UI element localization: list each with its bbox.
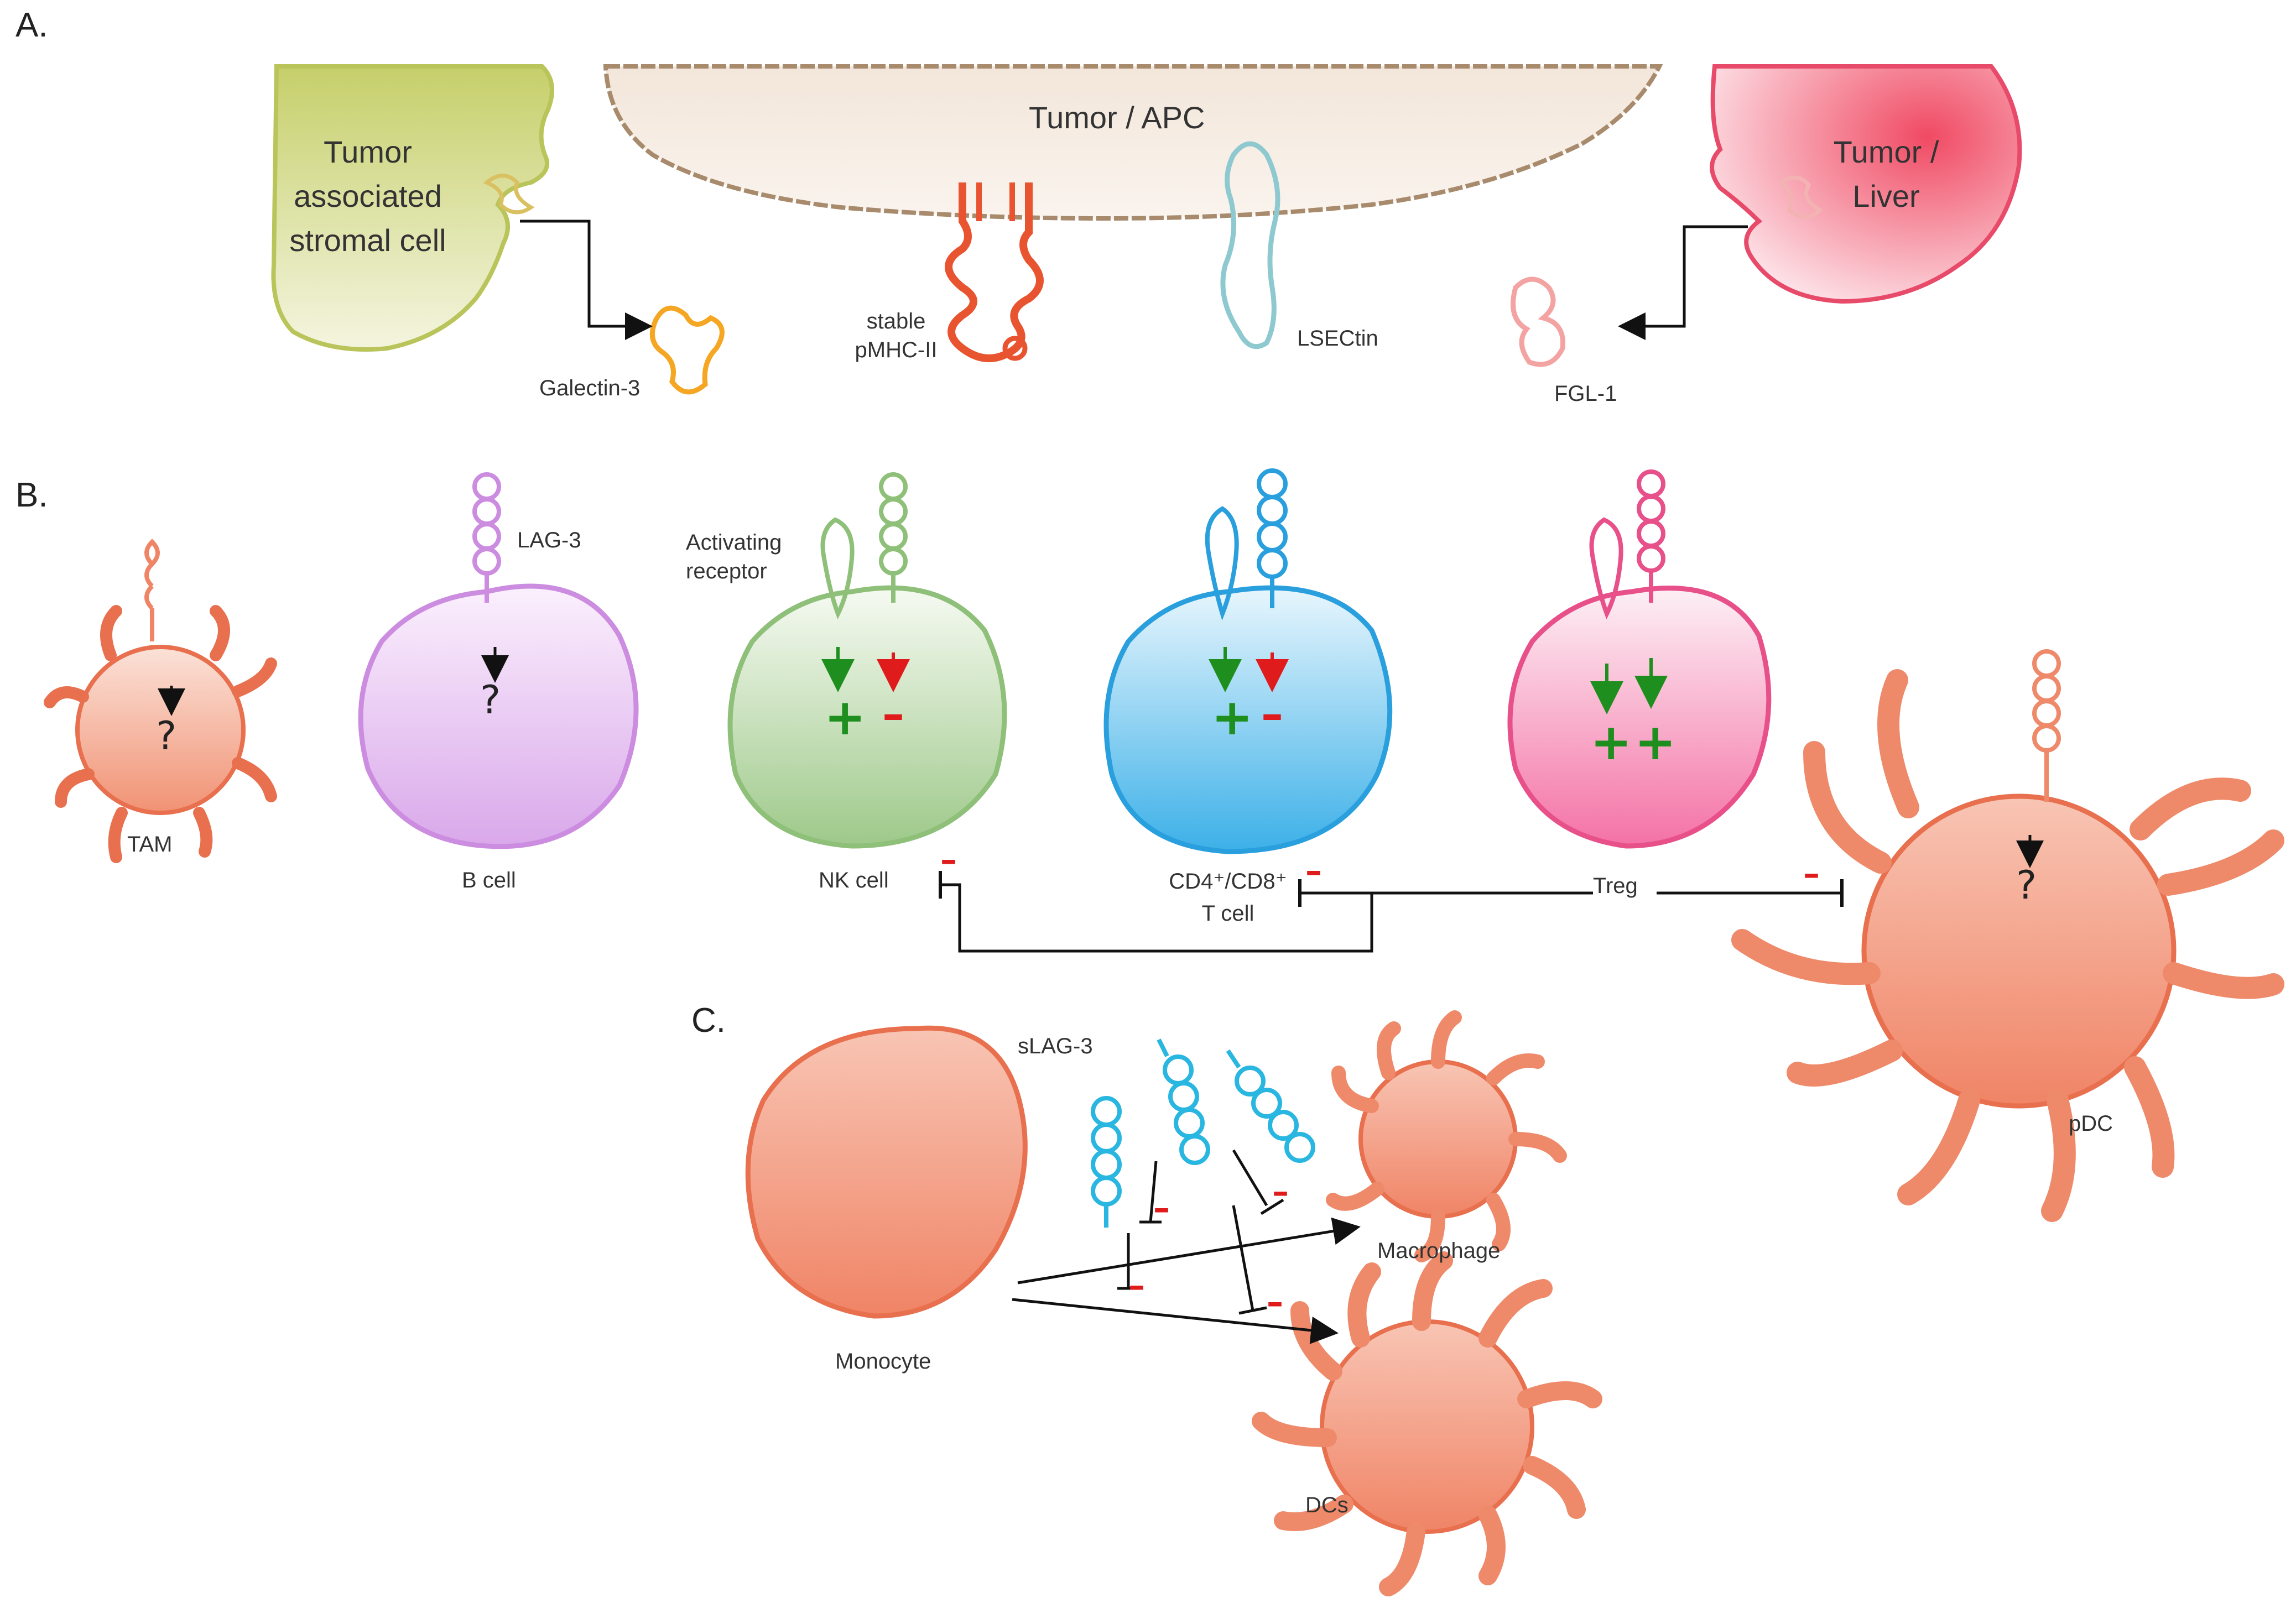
tumor-apc-label: Tumor / APC (1029, 100, 1205, 135)
stromal-line-3: stromal cell (289, 223, 446, 258)
nk-lag3-minus: – (882, 688, 904, 740)
liver-line-1: Tumor / (1833, 134, 1939, 169)
pdc-label: pDC (2069, 1111, 2113, 1136)
tam-unknown-effect: ? (156, 713, 177, 759)
monocyte-to-macrophage-arrow (1017, 1217, 1361, 1285)
treg-plus-1: + (1590, 713, 1632, 771)
t-cell-label: CD4⁺/CD8⁺ T cell (1134, 865, 1322, 930)
nk-activating-plus: + (824, 688, 866, 746)
lsectin-label: LSECtin (1297, 326, 1378, 351)
panel-c-label: C. (691, 1001, 726, 1040)
nk-cell (727, 472, 1007, 849)
apc-cell-shape (603, 64, 1663, 221)
activating-line-1: Activating (686, 530, 782, 555)
stromal-line-2: associated (294, 179, 442, 213)
galectin3-label: Galectin-3 (539, 376, 641, 400)
activating-line-2: receptor (686, 559, 767, 583)
panel-b-label: B. (15, 476, 48, 514)
pdc-inhibition-minus: – (1803, 854, 1820, 893)
pdc-cell (1731, 649, 2284, 1222)
liver-line-2: Liver (1852, 179, 1920, 213)
slag3-molecules (1091, 1038, 1315, 1228)
stromal-cell-label: Tumor associated stromal cell (282, 130, 454, 263)
stromal-cell-shape (271, 64, 554, 352)
b-cell-unknown-effect: ? (480, 677, 501, 723)
pdc-unknown-effect: ? (2016, 863, 2037, 908)
dcs-cell (1252, 1251, 1602, 1596)
t-cell-line-2: T cell (1201, 901, 1254, 926)
liver-to-fgl1-arrow (1618, 225, 1748, 340)
slag3-inhibition-lines (1117, 1149, 1284, 1315)
treg-label: Treg (1593, 874, 1638, 898)
fgl1-shape (1511, 276, 1566, 367)
slag3-minus-1: – (1153, 1189, 1170, 1228)
treg-cell (1507, 469, 1772, 849)
t-cell-lag3-minus: – (1261, 688, 1283, 740)
pmhc-ii-shape (945, 182, 1044, 362)
macrophage-label: Macrophage (1377, 1239, 1501, 1263)
monocyte-to-dcs-arrow (1012, 1298, 1339, 1344)
nk-inhibition-minus: – (940, 840, 957, 879)
b-cell-label: B cell (462, 868, 516, 892)
tam-label: TAM (127, 832, 173, 857)
pmhc-line-1: stable (866, 309, 926, 333)
pmhc-label: stable pMHC-II (835, 307, 957, 364)
b-cell (358, 472, 639, 849)
slag3-minus-4: – (1267, 1283, 1283, 1322)
nk-cell-label: NK cell (819, 868, 889, 892)
lsectin-shape (1220, 141, 1280, 349)
t-cell-activating-plus: + (1211, 688, 1253, 746)
stromal-receptor-shape (483, 174, 535, 215)
t-cell (1103, 468, 1393, 854)
slag3-label: sLAG-3 (1018, 1034, 1093, 1058)
liver-receptor-shape (1778, 175, 1823, 219)
pmhc-ii-base-shape (1002, 336, 1028, 361)
monocyte-shape (745, 1025, 1028, 1319)
activating-receptor-label: Activating receptor (686, 528, 782, 586)
liver-cell-shape (1710, 64, 2022, 304)
fgl1-label: FGL-1 (1554, 382, 1617, 406)
t-cell-line-1: CD4⁺/CD8⁺ (1169, 869, 1287, 894)
panel-a-label: A. (15, 6, 48, 44)
galectin3-shape (649, 305, 725, 395)
t-cell-inhibition-minus: – (1305, 852, 1322, 890)
slag3-minus-2: – (1128, 1266, 1145, 1305)
lag3-label: LAG-3 (517, 528, 581, 552)
monocyte-label: Monocyte (835, 1349, 931, 1374)
tumor-liver-label: Tumor / Liver (1809, 130, 1964, 218)
stromal-line-1: Tumor (324, 134, 412, 169)
tam-cell (44, 539, 277, 863)
dcs-label: DCs (1305, 1493, 1349, 1517)
slag3-minus-3: – (1272, 1172, 1289, 1211)
pmhc-line-2: pMHC-II (855, 338, 938, 362)
treg-plus-2: + (1634, 713, 1677, 771)
stromal-to-galectin-arrow (520, 220, 653, 340)
macrophage-cell (1326, 1010, 1567, 1262)
